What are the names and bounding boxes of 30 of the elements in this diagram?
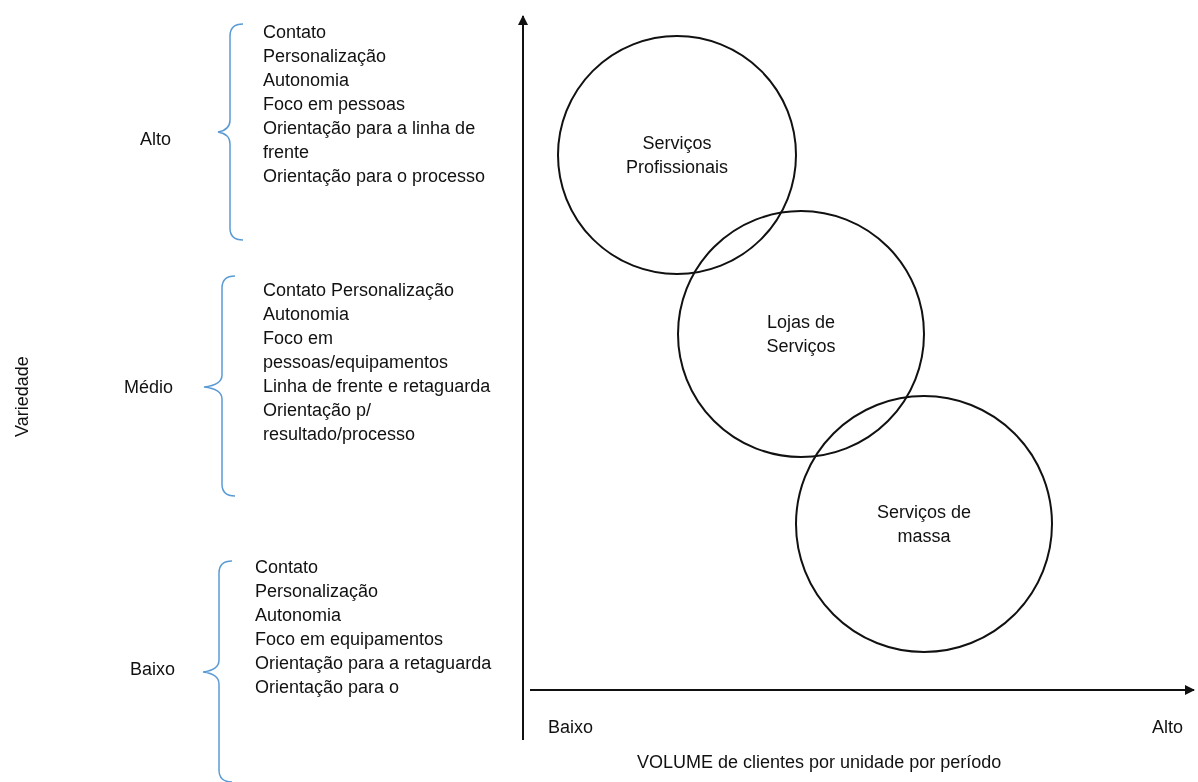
- level-label: Alto: [140, 128, 172, 151]
- list-item: Orientação para a linha de frente: [263, 117, 477, 164]
- circle-label: Serviços Profissionais: [624, 132, 729, 179]
- list-item: Personalização: [255, 580, 380, 603]
- list-item: Orientação para a retaguarda: [255, 652, 493, 675]
- axis-tick-label: Baixo: [548, 716, 594, 739]
- list-item: Orientação para o: [255, 676, 401, 699]
- list-item: Autonomia: [255, 604, 343, 627]
- list-item: Orientação para o processo: [263, 165, 487, 188]
- list-item: Personalização: [263, 45, 388, 68]
- list-item: Foco em pessoas/equipamentos: [263, 327, 450, 374]
- axis-title: VOLUME de clientes por unidade por período: [637, 751, 1002, 774]
- list-item: Foco em pessoas: [263, 93, 407, 116]
- level-label: Baixo: [130, 658, 176, 681]
- service-circle: [795, 395, 1053, 653]
- circle-label: Lojas de Serviços: [765, 311, 837, 358]
- list-item: Foco em equipamentos: [255, 628, 445, 651]
- service-circle: [557, 35, 797, 275]
- list-item: Orientação p/ resultado/processo: [263, 399, 417, 446]
- list-item: Autonomia: [263, 69, 351, 92]
- level-label: Médio: [124, 376, 174, 399]
- circle-label: Serviços de massa: [875, 501, 972, 548]
- axis-title: Variedade: [11, 356, 33, 437]
- service-circle: [677, 210, 925, 458]
- list-item: Autonomia: [263, 303, 351, 326]
- list-item: Contato: [255, 556, 320, 579]
- list-item: Contato: [263, 21, 328, 44]
- list-item: Contato Personalização: [263, 279, 456, 302]
- axis-tick-label: Alto: [1152, 716, 1184, 739]
- list-item: Linha de frente e retaguarda: [263, 375, 492, 398]
